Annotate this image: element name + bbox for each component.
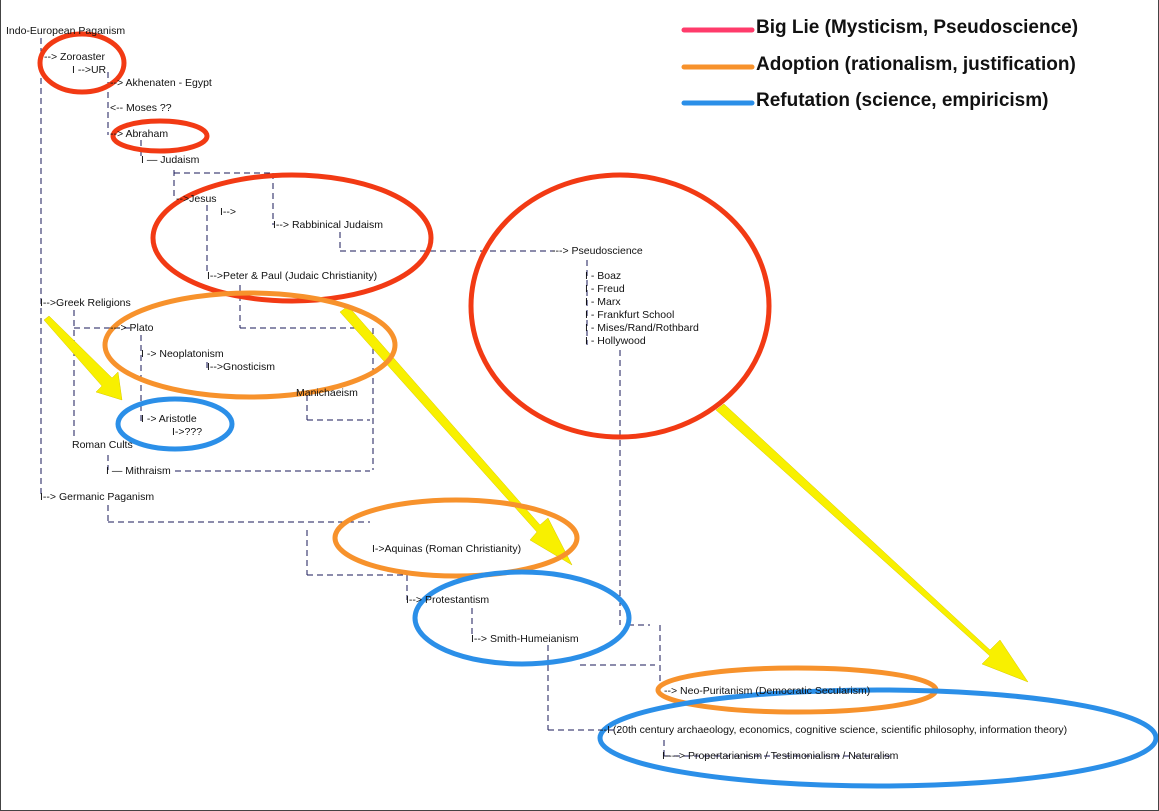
node-frankfurt-school: I - Frankfurt School xyxy=(585,309,675,321)
arrow-greek-aristotle xyxy=(43,315,123,401)
node-boaz: I - Boaz xyxy=(585,270,622,282)
node-manichaeism: Manichaeism xyxy=(296,387,358,399)
node-neoplatonism: I -> Neoplatonism xyxy=(141,348,224,360)
node-twentieth-century: --I (20th century archaeology, economics… xyxy=(600,724,1068,736)
node-protestantism: I--> Protestantism xyxy=(406,594,490,606)
big-lie-ellipse-zoroaster xyxy=(37,31,127,95)
frame-left xyxy=(0,0,1,811)
legend-label-refutation: Refutation (science, empiricism) xyxy=(756,90,1049,111)
node-pseudoscience: ---> Pseudoscience xyxy=(552,245,643,257)
node-zoroaster: --> Zoroaster xyxy=(44,51,105,63)
node-mises-rand-rothbard: I - Mises/Rand/Rothbard xyxy=(585,322,699,334)
node-gnosticism: I-->Gnosticism xyxy=(207,361,275,373)
refutation-ellipse-modern xyxy=(597,687,1159,789)
connector-lines xyxy=(40,38,890,757)
legend-swatches xyxy=(681,27,755,106)
node-akhenaten: --> Akhenaten - Egypt xyxy=(110,77,212,89)
node-propertarianism: I----> Propertarianism / Testimonialism … xyxy=(662,750,899,762)
node-neo-puritanism: --> Neo-Puritanism (Democratic Secularis… xyxy=(664,685,871,697)
node-roman-cults: Roman Cults xyxy=(72,439,133,451)
node-peter-paul: I-->Peter & Paul (Judaic Christianity) xyxy=(207,270,378,282)
legend-label-big-lie: Big Lie (Mysticism, Pseudoscience) xyxy=(756,17,1079,38)
big-lie-ellipse-abraham xyxy=(110,118,210,154)
node-jesus: -->Jesus xyxy=(176,193,217,205)
node-marx: I - Marx xyxy=(585,296,621,308)
refutation-ellipse-aristotle xyxy=(115,396,235,452)
node-ur: I -->UR xyxy=(72,64,107,76)
node-smith-humeianism: I--> Smith-Humeianism xyxy=(471,633,579,645)
flow-arrows xyxy=(43,305,1029,683)
node-freud: I - Freud xyxy=(585,283,625,295)
arrow-pseudo-neopuritanism xyxy=(715,403,1029,683)
node-germanic-paganism: I--> Germanic Paganism xyxy=(40,491,155,503)
node-plato: ---> Plato xyxy=(110,322,154,334)
legend-label-adoption: Adoption (rationalism, justification) xyxy=(756,54,1076,75)
node-moses: <-- Moses ?? xyxy=(110,102,172,114)
node-aquinas: I->Aquinas (Roman Christianity) xyxy=(372,543,522,555)
arrow-plato-aquinas xyxy=(339,305,573,566)
refutation-ellipse-protestantism xyxy=(412,569,632,667)
node-greek-religions: I-->Greek Religions xyxy=(40,297,131,309)
node-aristotle: I -> Aristotle xyxy=(141,413,197,425)
node-mithraism: I — Mithraism xyxy=(106,465,171,477)
node-indo-european: Indo-European Paganism xyxy=(6,25,126,37)
node-jesus-arrow: I--> xyxy=(220,206,237,218)
big-lie-ellipse-judaic xyxy=(150,172,434,304)
big-lie-ellipse-pseudoscience xyxy=(468,172,772,440)
node-aristotle-unknown: I->??? xyxy=(172,426,203,438)
node-judaism: I — Judaism xyxy=(141,154,200,166)
node-hollywood: I - Hollywood xyxy=(585,335,646,347)
category-ellipses xyxy=(37,31,1159,789)
node-rabbinical-judaism: I--> Rabbinical Judaism xyxy=(273,219,384,231)
adoption-ellipse-aquinas xyxy=(332,497,580,579)
adoption-ellipse-plato xyxy=(102,290,398,400)
node-abraham: --> Abraham xyxy=(110,128,169,140)
